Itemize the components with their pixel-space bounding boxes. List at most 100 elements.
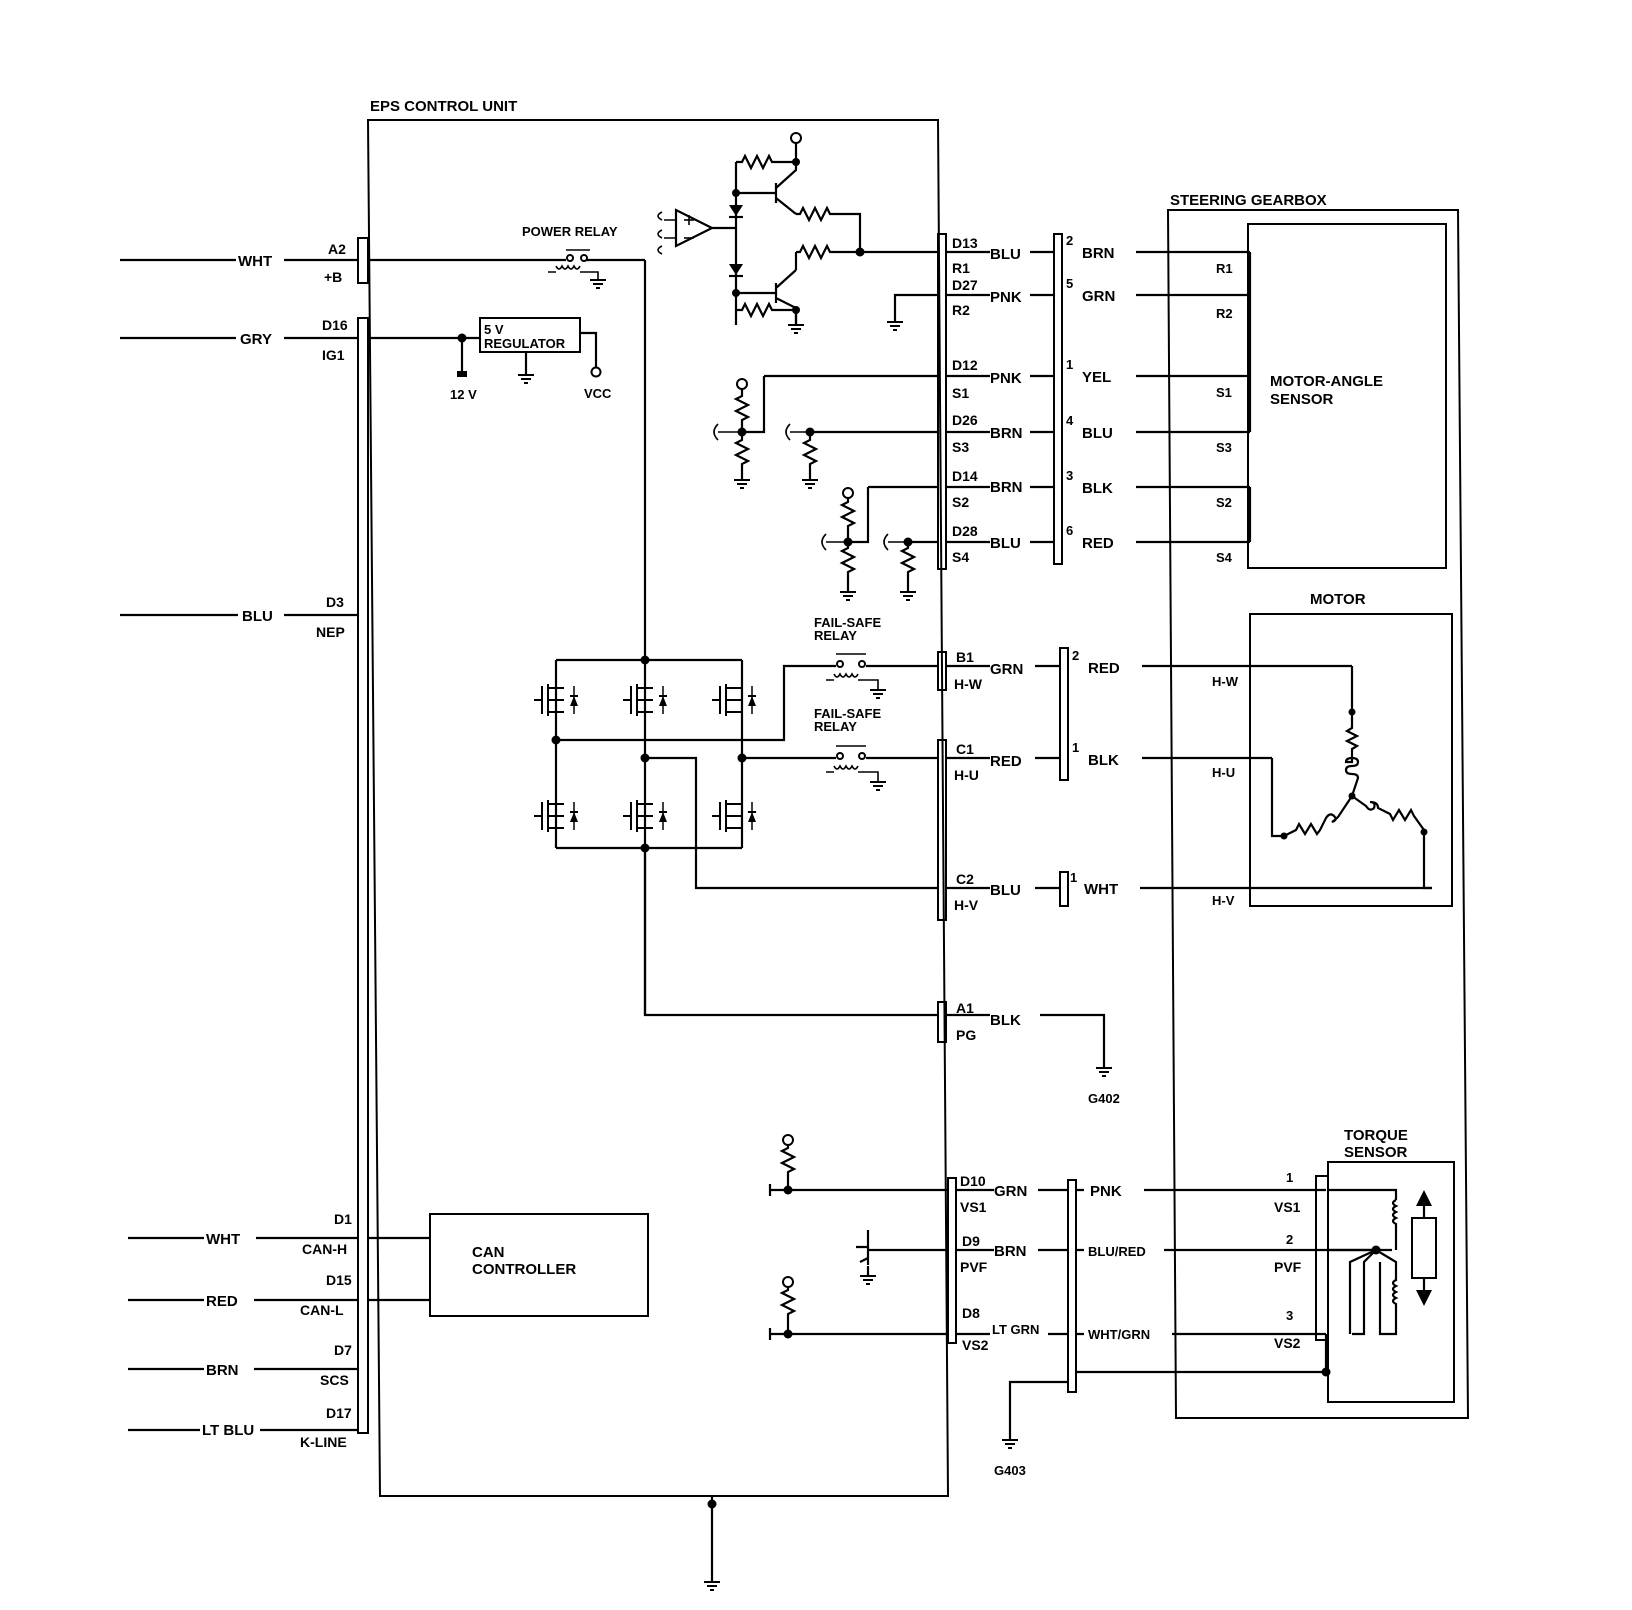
wire-a1: BLK: [990, 1012, 1021, 1029]
mas-term-r2: R2: [1216, 306, 1233, 321]
left-pin-id-d3: D3: [326, 594, 344, 610]
cavity-wire-4: BLK: [1082, 480, 1113, 497]
torque-term-3-num: 3: [1286, 1308, 1293, 1323]
left-wire-d15: RED: [206, 1293, 238, 1310]
pin-name-hw: H-W: [954, 676, 983, 692]
left-wire-d7: BRN: [206, 1362, 239, 1379]
left-pin-d7: BRN D7 SCS: [204, 1342, 352, 1388]
cavity-8: 1: [1070, 870, 1077, 885]
torque-term-1-name: VS1: [1274, 1199, 1301, 1215]
ground-g402: G402: [1088, 1091, 1120, 1106]
failsafe-relay-2-label-1: FAIL-SAFE: [814, 706, 881, 721]
pin-b1: B1: [956, 649, 974, 665]
wire-d13: BLU: [990, 246, 1021, 263]
ecu-title: EPS CONTROL UNIT: [370, 98, 517, 115]
cavity-wire-5: RED: [1082, 535, 1114, 552]
cavity-wire-3: BLU: [1082, 425, 1113, 442]
pin-name-hu: H-U: [954, 767, 979, 783]
cavity-wire-6: RED: [1088, 660, 1120, 677]
v12-label: 12 V: [450, 387, 477, 402]
pin-d12: D12: [952, 357, 978, 373]
pin-d14: D14: [952, 468, 978, 484]
torque-term-2-num: 2: [1286, 1232, 1293, 1247]
pin-name-pg: PG: [956, 1027, 976, 1043]
left-pin-name-d16: IG1: [322, 347, 345, 363]
torque-term-3-name: VS2: [1274, 1335, 1301, 1351]
cavity-wire-10: BLU/RED: [1088, 1244, 1146, 1259]
wire-d10: GRN: [994, 1183, 1027, 1200]
pin-c1: C1: [956, 741, 974, 757]
regulator-label-1: 5 V: [484, 322, 504, 337]
can-controller-label-2: CONTROLLER: [472, 1261, 576, 1278]
cavity-5: 6: [1066, 523, 1073, 538]
left-pin-d3: BLU D3 NEP: [238, 594, 345, 640]
wire-d28: BLU: [990, 535, 1021, 552]
wire-d27: PNK: [990, 289, 1022, 306]
pin-d10: D10: [960, 1173, 986, 1189]
pin-a1: A1: [956, 1000, 974, 1016]
cavity-wire-0: BRN: [1082, 245, 1115, 262]
cavity-wire-1: GRN: [1082, 288, 1115, 305]
pin-d8: D8: [962, 1305, 980, 1321]
motor-term-hw: H-W: [1212, 674, 1239, 689]
left-wire-d3: BLU: [242, 608, 273, 625]
left-pin-id-a2: A2: [328, 241, 346, 257]
pin-name-s3: S3: [952, 439, 969, 455]
cavity-1: 5: [1066, 276, 1073, 291]
wire-d12: PNK: [990, 370, 1022, 387]
motor-label: MOTOR: [1310, 591, 1366, 608]
wire-c2: BLU: [990, 882, 1021, 899]
torque-term-2-name: PVF: [1274, 1259, 1302, 1275]
cavity-7: 1: [1072, 740, 1079, 755]
motor-term-hu: H-U: [1212, 765, 1235, 780]
cavity-3: 4: [1066, 413, 1074, 428]
left-pin-d15: RED D15 CAN-L: [204, 1272, 352, 1318]
pin-d9: D9: [962, 1233, 980, 1249]
pin-c2: C2: [956, 871, 974, 887]
left-pin-d1: WHT D1 CAN-H: [204, 1211, 352, 1257]
pin-name-hv: H-V: [954, 897, 979, 913]
torque-term-1-num: 1: [1286, 1170, 1293, 1185]
left-pin-name-d1: CAN-H: [302, 1241, 347, 1257]
wire-b1: GRN: [990, 661, 1023, 678]
left-wire-d16: GRY: [240, 331, 272, 348]
mas-term-s2: S2: [1216, 495, 1232, 510]
cavity-wire-2: YEL: [1082, 369, 1111, 386]
vcc-label: VCC: [584, 386, 612, 401]
mas-term-s3: S3: [1216, 440, 1232, 455]
mas-term-s4: S4: [1216, 550, 1233, 565]
left-pin-id-d1: D1: [334, 1211, 352, 1227]
failsafe-relay-1-label-1: FAIL-SAFE: [814, 615, 881, 630]
left-wire-d17: LT BLU: [202, 1422, 254, 1439]
cavity-2: 1: [1066, 357, 1073, 372]
pin-name-vs1: VS1: [960, 1199, 987, 1215]
left-wire-a2: WHT: [238, 253, 272, 270]
mas-term-s1: S1: [1216, 385, 1232, 400]
pin-name-vs2: VS2: [962, 1337, 989, 1353]
mas-label-2: SENSOR: [1270, 391, 1334, 408]
cavity-wire-9: PNK: [1090, 1183, 1122, 1200]
pin-name-pvf: PVF: [960, 1259, 988, 1275]
cavity-4: 3: [1066, 468, 1073, 483]
pin-name-r2: R2: [952, 302, 970, 318]
gearbox-title: STEERING GEARBOX: [1170, 192, 1327, 209]
left-pin-a2: WHT A2 +B: [236, 241, 346, 285]
failsafe-relay-2-label-2: RELAY: [814, 719, 857, 734]
ground-g403: G403: [994, 1463, 1026, 1478]
pin-name-r1: R1: [952, 260, 970, 276]
left-pin-id-d16: D16: [322, 317, 348, 333]
cavity-wire-8: WHT: [1084, 881, 1118, 898]
mas-term-r1: R1: [1216, 261, 1233, 276]
wire-d9: BRN: [994, 1243, 1027, 1260]
pin-name-s4: S4: [952, 549, 969, 565]
failsafe-relay-1-label-2: RELAY: [814, 628, 857, 643]
left-pin-name-a2: +B: [324, 269, 342, 285]
left-pin-name-d17: K-LINE: [300, 1434, 347, 1450]
cavity-wire-7: BLK: [1088, 752, 1119, 769]
motor-term-hv: H-V: [1212, 893, 1235, 908]
cavity-6: 2: [1072, 648, 1079, 663]
pin-d27: D27: [952, 277, 978, 293]
cavity-wire-11: WHT/GRN: [1088, 1327, 1150, 1342]
torque-label-1: TORQUE: [1344, 1127, 1408, 1144]
regulator-label-2: REGULATOR: [484, 336, 566, 351]
